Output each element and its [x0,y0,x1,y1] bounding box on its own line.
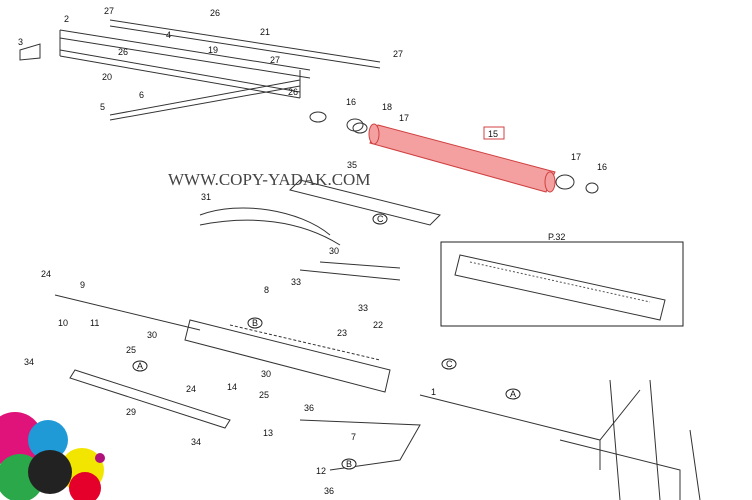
reference-marker-B: B [247,317,263,329]
marker-letter: A [137,361,143,371]
reference-marker-B: B [341,458,357,470]
callout-9: 9 [80,280,85,290]
marker-oval [505,388,521,400]
callout-21: 21 [260,27,270,37]
reference-marker-A: A [505,388,521,400]
marker-letter: B [252,318,258,328]
callout-16: 16 [597,162,607,172]
marker-letter: C [446,359,453,369]
inset-label: P.32 [548,232,565,242]
callout-23: 23 [337,328,347,338]
rings [309,111,599,194]
callout-7: 7 [351,432,356,442]
callout-11: 11 [90,318,99,328]
callout-1: 1 [431,387,436,397]
callout-17: 17 [571,152,581,162]
marker-letter: B [346,459,352,469]
brand-logo [0,412,105,500]
callout-27: 27 [270,55,280,65]
callout-25: 25 [126,345,136,355]
callout-6: 6 [139,90,144,100]
callout-30: 30 [329,246,339,256]
callout-25: 25 [259,390,269,400]
marker-oval [247,317,263,329]
callout-34: 34 [191,437,201,447]
callout-13: 13 [263,428,273,438]
inset-box [440,241,684,327]
callout-30: 30 [261,369,271,379]
callout-5: 5 [100,102,105,112]
callout-15: 15 [488,129,498,139]
callout-4: 4 [166,30,171,40]
callout-19: 19 [208,45,218,55]
callout-3: 3 [18,37,23,47]
callout-16: 16 [346,97,356,107]
callout-17: 17 [399,113,409,123]
callout-24: 24 [186,384,196,394]
callout-35: 35 [347,160,357,170]
lower-assembly [54,261,701,500]
callout-10: 10 [58,318,68,328]
callout-36: 36 [304,403,314,413]
callout-34: 34 [24,357,34,367]
marker-oval [341,458,357,470]
callout-36: 36 [324,486,334,496]
reference-marker-A: A [132,360,148,372]
callout-22: 22 [373,320,383,330]
callout-18: 18 [382,102,392,112]
callout-2: 2 [64,14,69,24]
callout-27: 27 [104,6,114,16]
watermark-text: WWW.COPY-YADAK.COM [168,170,370,189]
callout-26: 26 [210,8,220,18]
callout-26: 26 [118,47,128,57]
marker-oval [132,360,148,372]
reference-marker-C: C [441,358,457,370]
callout-30: 30 [147,330,157,340]
callout-8: 8 [264,285,269,295]
callout-29: 29 [126,407,136,417]
middle-assembly [199,179,441,246]
marker-letter: A [510,389,516,399]
callout-33: 33 [291,277,301,287]
callout-12: 12 [316,466,326,476]
reference-marker-C: C [372,213,388,225]
callout-20: 20 [102,72,112,82]
callout-33: 33 [358,303,368,313]
marker-oval [372,213,388,225]
upper-rods [19,19,381,121]
marker-oval [441,358,457,370]
callout-14: 14 [227,382,237,392]
callout-24: 24 [41,269,51,279]
fuser-roller-15[interactable] [368,123,556,193]
callout-26: 26 [288,87,298,97]
callout-27: 27 [393,49,403,59]
callout-31: 31 [201,192,211,202]
marker-letter: C [377,214,384,224]
